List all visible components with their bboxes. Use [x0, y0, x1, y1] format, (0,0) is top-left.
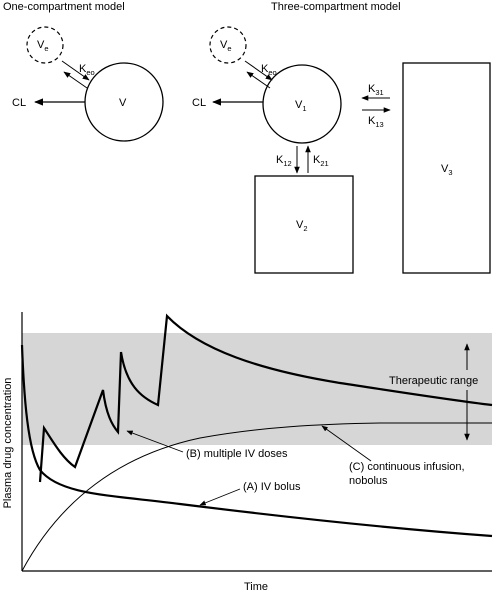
pointer-b — [126, 430, 184, 453]
central-compartment-one-label: V — [119, 97, 127, 109]
curve-a-iv-bolus — [20, 344, 493, 538]
curve-c-continuous-infusion — [21, 422, 492, 572]
effect-compartment-one-label: Ve — [37, 39, 49, 53]
keo-arrow-one-in — [61, 60, 90, 81]
therapeutic-range-band — [22, 333, 492, 445]
k12-label: K12 — [276, 154, 292, 168]
effect-compartment-three-label: Ve — [220, 39, 232, 53]
y-axis-label: Plasma drug concentration — [2, 378, 14, 509]
keo-arrow-one-out — [63, 71, 88, 89]
pointer-a — [199, 488, 241, 506]
curve-c-label-line2: nobolus — [349, 475, 388, 487]
central-compartment-three — [262, 64, 342, 144]
curve-b-label: (B) multiple IV doses — [186, 448, 288, 460]
central-compartment-three-label: V1 — [295, 99, 307, 113]
k21-label: K21 — [313, 154, 329, 168]
curve-b-multiple-iv-doses — [38, 313, 493, 483]
keo-label-three: Keo — [261, 63, 277, 77]
keo-arrow-three-out — [246, 71, 271, 89]
one-compartment-model: One-compartment model Ve Keo V CL — [3, 1, 164, 142]
one-compartment-title: One-compartment model — [3, 1, 125, 13]
k13-label: K13 — [368, 115, 384, 129]
peripheral-compartment-v3 — [402, 62, 491, 274]
k31-label: K31 — [368, 83, 384, 97]
curve-a-label: (A) IV bolus — [243, 481, 301, 493]
clearance-label-three: CL — [192, 97, 206, 109]
three-compartment-model: Three-compartment model Ve Keo V1 CL K31… — [192, 1, 491, 274]
pointer-c — [321, 425, 372, 462]
peripheral-compartment-v2 — [254, 175, 354, 274]
three-compartment-title: Three-compartment model — [271, 1, 401, 13]
effect-compartment-three — [209, 26, 247, 64]
x-axis-label: Time — [244, 581, 268, 593]
v3-label: V3 — [441, 163, 453, 177]
clearance-label-one: CL — [12, 97, 26, 109]
effect-compartment-one — [26, 26, 64, 64]
curve-c-label-line1: (C) continuous infusion, — [349, 461, 465, 473]
therapeutic-range-label: Therapeutic range — [389, 375, 478, 387]
concentration-time-plot: Therapeutic range (B) multiple IV doses … — [2, 312, 493, 593]
keo-label-one: Keo — [79, 63, 95, 77]
v2-label: V2 — [296, 219, 308, 233]
keo-arrow-three-in — [244, 60, 273, 81]
